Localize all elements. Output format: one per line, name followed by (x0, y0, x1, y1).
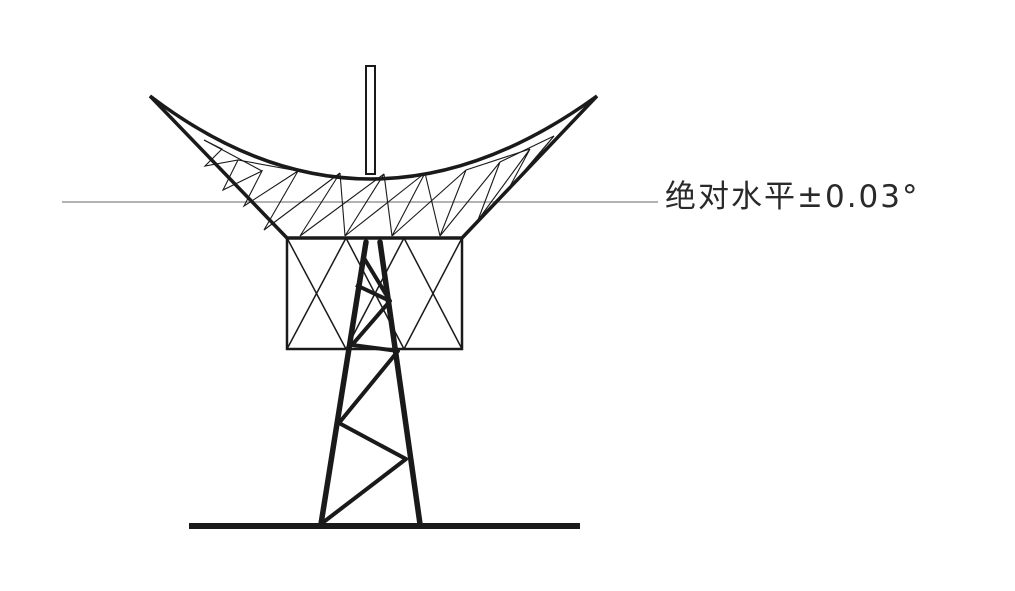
dish-truss (203, 120, 573, 237)
equipment-cabin (285, 236, 464, 351)
tower-bracing (319, 256, 408, 526)
level-tolerance-label: 绝对水平±0.03° (665, 179, 920, 215)
tower-legs (318, 239, 423, 527)
dish-reflector-surface (148, 94, 599, 181)
feed-mast (365, 65, 376, 175)
